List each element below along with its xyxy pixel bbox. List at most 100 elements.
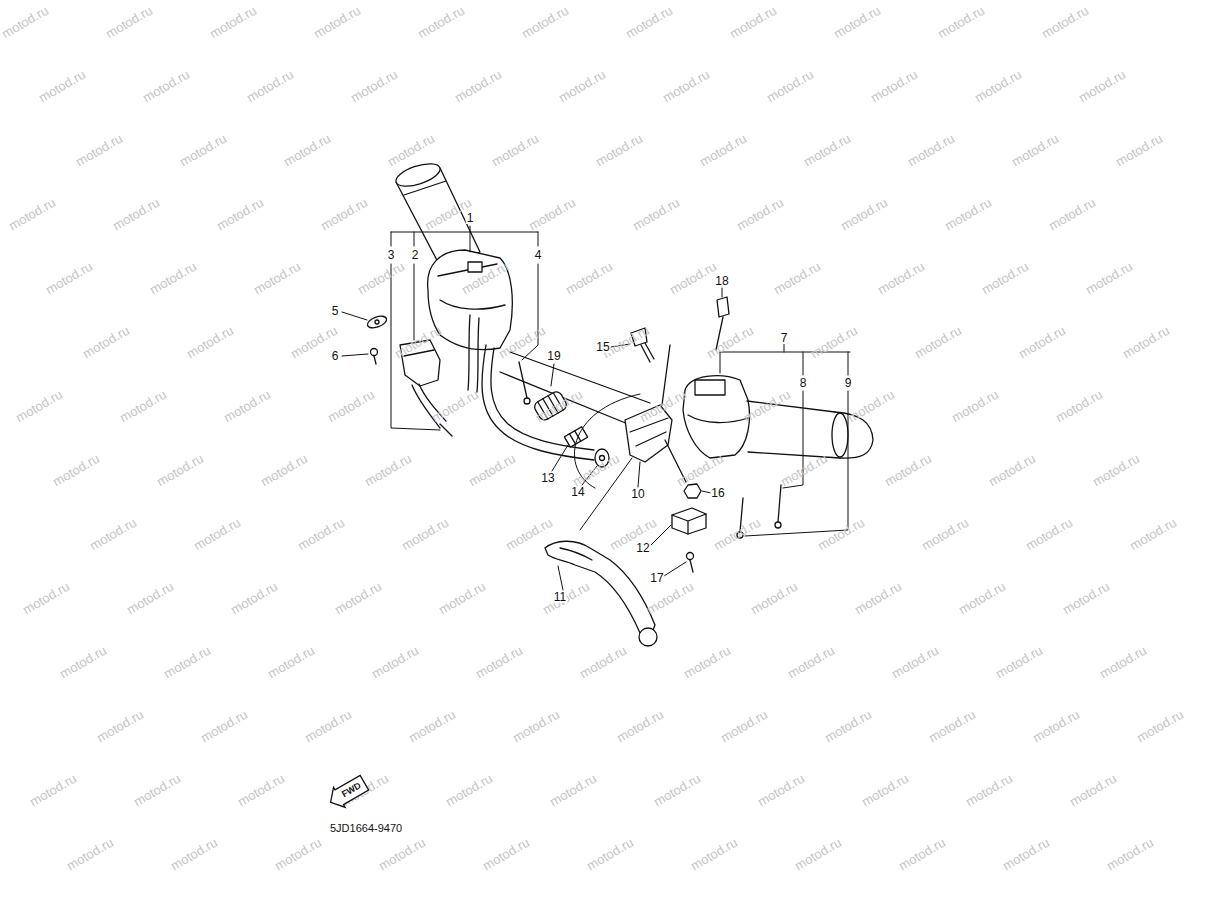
watermark: motod.ru (943, 196, 994, 233)
watermark: motod.ru (229, 580, 280, 617)
watermark: motod.ru (1017, 324, 1068, 361)
callout-number: 7 (780, 332, 789, 344)
plate-hole (375, 320, 379, 324)
watermark: motod.ru (689, 836, 740, 873)
watermark: motod.ru (1054, 388, 1105, 425)
watermark: motod.ru (832, 4, 883, 41)
watermark: motod.ru (987, 452, 1038, 489)
callout-number: 13 (540, 472, 555, 484)
callout-number: 15 (595, 341, 610, 353)
watermark: motod.ru (853, 580, 904, 617)
watermark: motod.ru (37, 68, 88, 105)
watermark: motod.ru (266, 644, 317, 681)
watermark: motod.ru (876, 260, 927, 297)
watermark: motod.ru (846, 388, 897, 425)
watermark: motod.ru (548, 772, 599, 809)
watermark: motod.ru (400, 516, 451, 553)
watermark: motod.ru (652, 772, 703, 809)
watermark: motod.ru (162, 644, 213, 681)
watermark: motod.ru (430, 388, 481, 425)
watermark: motod.ru (749, 580, 800, 617)
watermark: motod.ru (88, 516, 139, 553)
watermark: motod.ru (756, 772, 807, 809)
watermark: motod.ru (125, 580, 176, 617)
watermark: motod.ru (1135, 708, 1186, 745)
watermark: motod.ru (386, 132, 437, 169)
watermark: motod.ru (474, 644, 525, 681)
callout-number: 6 (331, 350, 340, 362)
watermark: motod.ru (1061, 580, 1112, 617)
watermark: motod.ru (786, 644, 837, 681)
brake-switch (672, 508, 706, 534)
watermark: motod.ru (169, 836, 220, 873)
watermark: motod.ru (481, 836, 532, 873)
watermark: motod.ru (668, 260, 719, 297)
right-switch-housing (683, 376, 749, 458)
watermark: motod.ru (155, 452, 206, 489)
watermark: motod.ru (578, 644, 629, 681)
watermark: motod.ru (192, 516, 243, 553)
callout-number: 3 (387, 249, 396, 261)
watermark: motod.ru (897, 836, 948, 873)
watermark: motod.ru (95, 708, 146, 745)
watermark: motod.ru (994, 644, 1045, 681)
watermark: motod.ru (185, 324, 236, 361)
screw-head (371, 349, 378, 356)
watermark: motod.ru (252, 260, 303, 297)
watermark: motod.ru (906, 132, 957, 169)
watermark: motod.ru (407, 708, 458, 745)
watermark: motod.ru (557, 68, 608, 105)
wire (468, 315, 470, 390)
watermark: motod.ru (675, 452, 726, 489)
watermark: motod.ru (141, 68, 192, 105)
watermark: motod.ru (178, 132, 229, 169)
watermark: motod.ru (51, 452, 102, 489)
watermark: motod.ru (728, 4, 779, 41)
watermark: motod.ru (980, 260, 1031, 297)
watermark: motod.ru (370, 644, 421, 681)
watermark: motod.ru (14, 388, 65, 425)
watermark: motod.ru (883, 452, 934, 489)
watermark: motod.ru (363, 452, 414, 489)
watermark: motod.ru (282, 132, 333, 169)
watermark: motod.ru (585, 836, 636, 873)
watermark: motod.ru (624, 4, 675, 41)
callout-number: 16 (710, 487, 725, 499)
watermark: motod.ru (1031, 708, 1082, 745)
watermark: motod.ru (608, 516, 659, 553)
diagram-code: 5JD1664-9470 (330, 823, 402, 834)
callout-number: 19 (546, 350, 561, 362)
watermark: motod.ru (1128, 516, 1179, 553)
watermark: motod.ru (564, 260, 615, 297)
screw-head (775, 522, 781, 528)
callout-number: 2 (411, 249, 420, 261)
watermark: motod.ru (132, 772, 183, 809)
watermark: motod.ru (802, 132, 853, 169)
watermark: motod.ru (1084, 260, 1135, 297)
callout-number: 9 (844, 377, 853, 389)
watermark: motod.ru (913, 324, 964, 361)
watermark: motod.ru (104, 4, 155, 41)
watermark: motod.ru (809, 324, 860, 361)
watermark: motod.ru (28, 772, 79, 809)
leader-lines (342, 226, 850, 590)
watermark: motod.ru (950, 388, 1001, 425)
watermark: motod.ru (705, 324, 756, 361)
watermark: motod.ru (118, 388, 169, 425)
screw (519, 362, 527, 398)
brake-lever (545, 541, 657, 646)
watermark: motod.ru (273, 836, 324, 873)
screw (778, 485, 781, 522)
watermark: motod.ru (964, 772, 1015, 809)
watermark: motod.ru (21, 580, 72, 617)
watermark: motod.ru (81, 324, 132, 361)
watermark: motod.ru (779, 452, 830, 489)
plate (366, 314, 388, 330)
watermark: motod.ru (520, 4, 571, 41)
watermark: motod.ru (712, 516, 763, 553)
watermark: motod.ru (215, 196, 266, 233)
watermark: motod.ru (1091, 452, 1142, 489)
watermark: motod.ru (927, 708, 978, 745)
callout-number: 14 (570, 486, 585, 498)
watermark: motod.ru (645, 580, 696, 617)
